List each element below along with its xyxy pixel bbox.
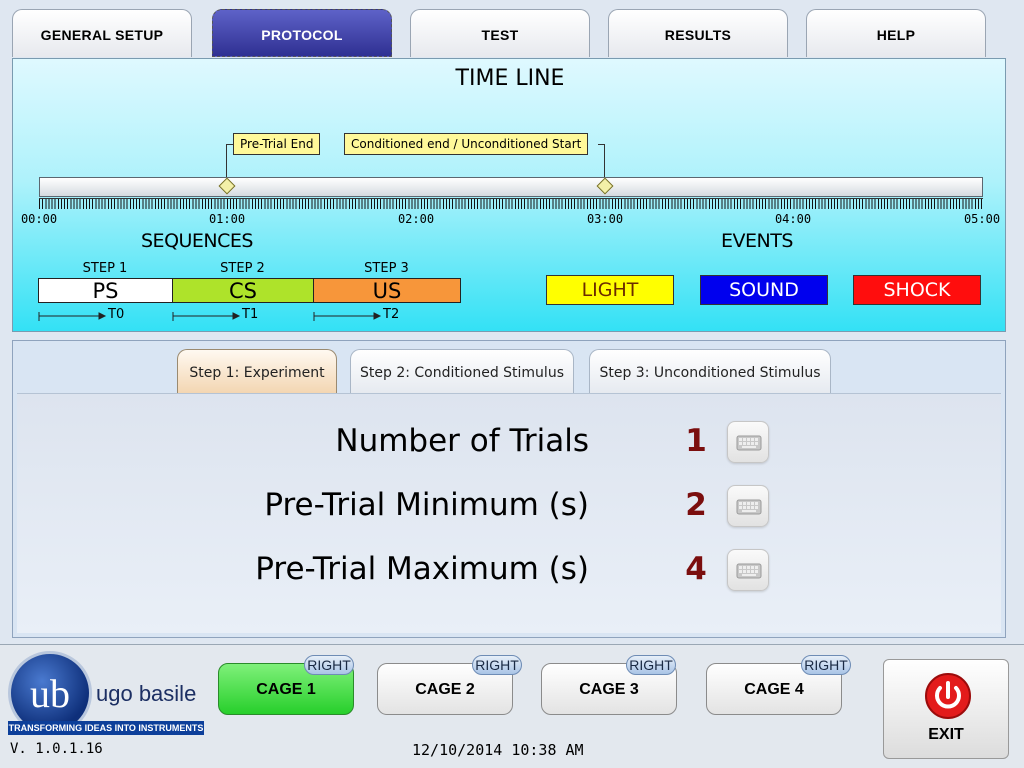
logo-tagline: TRANSFORMING IDEAS INTO INSTRUMENTS xyxy=(8,721,204,735)
parameters-panel: Step 1: Experiment Step 2: Conditioned S… xyxy=(12,340,1006,638)
tab-protocol[interactable]: PROTOCOL xyxy=(212,9,392,57)
marker-connector xyxy=(598,144,605,145)
tick-label: 02:00 xyxy=(397,212,435,226)
event-shock[interactable]: SHOCK xyxy=(853,275,981,305)
step-label: STEP 3 xyxy=(364,261,409,276)
tick-label: 03:00 xyxy=(586,212,624,226)
timeline-title: TIME LINE xyxy=(455,66,565,91)
param-label-pre-trial-minimum: Pre-Trial Minimum (s) xyxy=(264,487,589,523)
keyboard-icon[interactable] xyxy=(727,421,769,463)
bottom-bar: ub ugo basile TRANSFORMING IDEAS INTO IN… xyxy=(0,644,1024,768)
marker-label-pre-trial-end: Pre-Trial End xyxy=(233,133,321,155)
marker-connector xyxy=(226,144,227,182)
sequence-us[interactable]: US xyxy=(313,278,461,303)
timeline-ticks xyxy=(39,198,983,209)
version-label: V. 1.0.1.16 xyxy=(10,741,103,757)
logo: ub ugo basile TRANSFORMING IDEAS INTO IN… xyxy=(8,651,206,735)
logo-mark-text: ub xyxy=(30,671,70,716)
interval-t1: T1 xyxy=(242,307,259,322)
datetime-label: 12/10/2014 10:38 AM xyxy=(412,741,584,759)
tick-label: 04:00 xyxy=(774,212,812,226)
cage-1-side-badge: RIGHT xyxy=(304,655,354,675)
step-label: STEP 2 xyxy=(220,261,265,276)
param-label-number-of-trials: Number of Trials xyxy=(335,423,589,459)
tab-results[interactable]: RESULTS xyxy=(608,9,788,57)
tick-label: 05:00 xyxy=(963,212,1001,226)
power-icon xyxy=(925,673,971,719)
subtab-conditioned-stimulus[interactable]: Step 2: Conditioned Stimulus xyxy=(350,349,574,393)
cage-4-side-badge: RIGHT xyxy=(801,655,851,675)
cage-2-side-badge: RIGHT xyxy=(472,655,522,675)
events-heading: EVENTS xyxy=(721,230,793,252)
tab-test[interactable]: TEST xyxy=(410,9,590,57)
subtab-unconditioned-stimulus[interactable]: Step 3: Unconditioned Stimulus xyxy=(589,349,831,393)
sequence-cs[interactable]: CS xyxy=(172,278,314,303)
tab-general-setup[interactable]: GENERAL SETUP xyxy=(12,9,192,57)
param-value-pre-trial-minimum: 2 xyxy=(685,487,707,523)
timeline-bar xyxy=(39,177,983,197)
keyboard-icon[interactable] xyxy=(727,485,769,527)
param-value-number-of-trials: 1 xyxy=(685,423,707,459)
event-light[interactable]: LIGHT xyxy=(546,275,674,305)
interval-arrows xyxy=(38,312,382,321)
cage-3-side-badge: RIGHT xyxy=(626,655,676,675)
param-label-pre-trial-maximum: Pre-Trial Maximum (s) xyxy=(255,551,589,587)
interval-t2: T2 xyxy=(383,307,400,322)
tick-label: 01:00 xyxy=(208,212,246,226)
logo-name: ugo basile xyxy=(96,681,197,706)
sequences-heading: SEQUENCES xyxy=(141,230,253,252)
marker-label-conditioned-end: Conditioned end / Unconditioned Start xyxy=(344,133,589,155)
event-sound[interactable]: SOUND xyxy=(700,275,828,305)
step-label: STEP 1 xyxy=(82,261,128,276)
parameters-body: Number of Trials 1 Pre-Trial Minimum (s)… xyxy=(17,393,1001,633)
marker-connector xyxy=(604,144,605,182)
timeline-panel: TIME LINE Pre-Trial End Conditioned end … xyxy=(12,58,1006,332)
tick-label: 00:00 xyxy=(20,212,58,226)
sequence-ps[interactable]: PS xyxy=(38,278,173,303)
marker-connector xyxy=(226,144,234,145)
exit-label: EXIT xyxy=(928,726,964,743)
interval-t0: T0 xyxy=(108,307,125,322)
param-value-pre-trial-maximum: 4 xyxy=(685,551,707,587)
subtab-experiment[interactable]: Step 1: Experiment xyxy=(177,349,337,393)
keyboard-icon[interactable] xyxy=(727,549,769,591)
tab-help[interactable]: HELP xyxy=(806,9,986,57)
exit-button[interactable]: EXIT xyxy=(883,659,1009,759)
